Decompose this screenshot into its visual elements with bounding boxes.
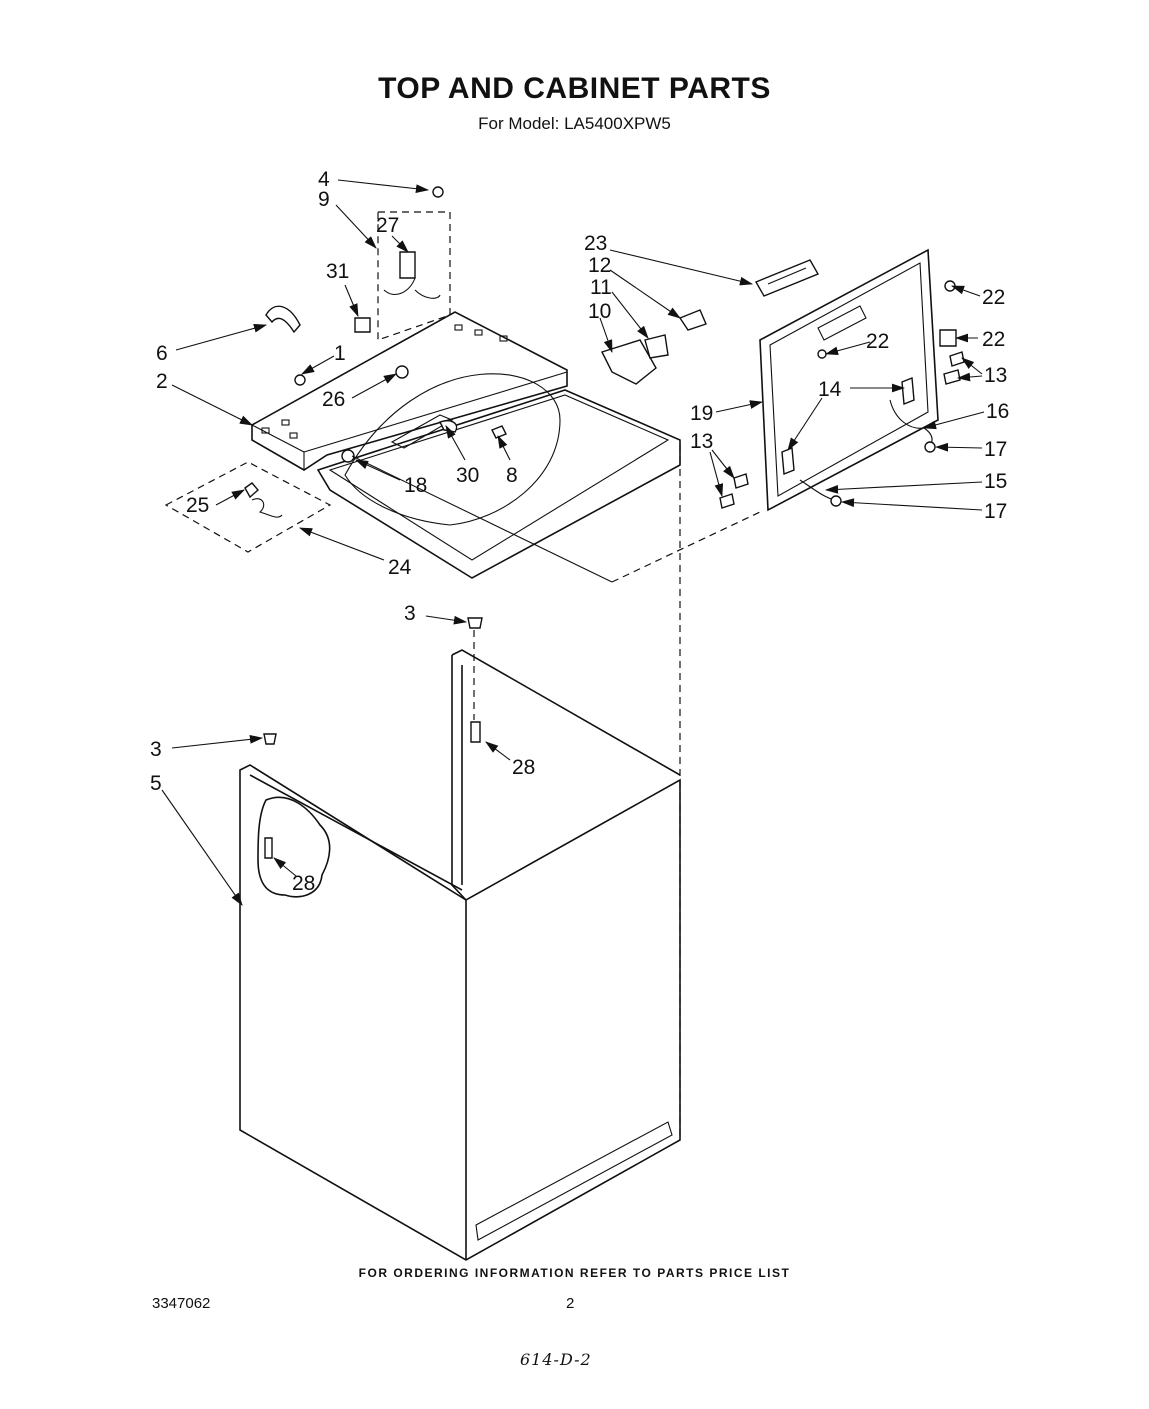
callout-1: 1 [334, 342, 346, 365]
callout-6: 6 [156, 342, 168, 365]
callout-16: 16 [986, 400, 1009, 423]
parts-top-left [244, 186, 507, 518]
wiring-harness-dashed-box [164, 461, 332, 553]
callout-20: 22 [982, 328, 1005, 351]
callout-14: 14 [818, 378, 842, 401]
callout-12: 12 [588, 254, 611, 277]
callout-30: 30 [456, 464, 479, 487]
callout-5: 5 [150, 772, 162, 795]
callout-15: 15 [984, 470, 1007, 493]
callout-28-upper: 28 [512, 756, 535, 779]
callout-labels: 4 9 27 31 6 1 2 26 18 30 8 25 24 23 12 1… [150, 168, 1009, 895]
callout-11: 11 [590, 276, 612, 299]
callout-24: 24 [388, 556, 412, 579]
ordering-footer: FOR ORDERING INFORMATION REFER TO PARTS … [358, 1266, 791, 1280]
callout-17-bottom: 17 [984, 500, 1007, 523]
dashed-guide-4 [351, 455, 613, 583]
console-back-panel [719, 248, 965, 512]
callout-28-lower: 28 [292, 872, 315, 895]
callout-leaders [161, 179, 985, 906]
page-number: 2 [566, 1295, 575, 1312]
callout-4: 4 [318, 168, 330, 191]
callout-22-inner: 22 [866, 330, 889, 353]
callout-27: 27 [376, 214, 399, 237]
callout-2: 2 [156, 370, 168, 393]
callout-17-top: 17 [984, 438, 1007, 461]
document-number: 3347062 [152, 1295, 211, 1312]
handwritten-note: 614-D-2 [520, 1350, 592, 1369]
callout-31: 31 [326, 260, 349, 283]
callout-10: 10 [588, 300, 611, 323]
dashed-guide-3 [611, 511, 761, 583]
callout-13-right: 13 [984, 364, 1007, 387]
callout-18: 18 [404, 474, 427, 497]
switch-assembly-dashed-box [377, 211, 451, 341]
callout-19: 19 [690, 402, 713, 425]
callout-22-right: 22 [982, 286, 1005, 309]
callout-26: 26 [322, 388, 345, 411]
callout-8: 8 [506, 464, 518, 487]
callout-23: 23 [584, 232, 607, 255]
callout-3-upper: 3 [404, 602, 416, 625]
parts-center [601, 259, 820, 385]
callout-9: 9 [318, 188, 330, 211]
callout-3-lower: 3 [150, 738, 162, 761]
callout-13-left: 13 [690, 430, 713, 453]
model-subtitle: For Model: LA5400XPW5 [478, 114, 671, 133]
callout-25: 25 [186, 494, 209, 517]
page-title: TOP AND CABINET PARTS [378, 72, 771, 105]
cabinet [239, 617, 681, 1261]
